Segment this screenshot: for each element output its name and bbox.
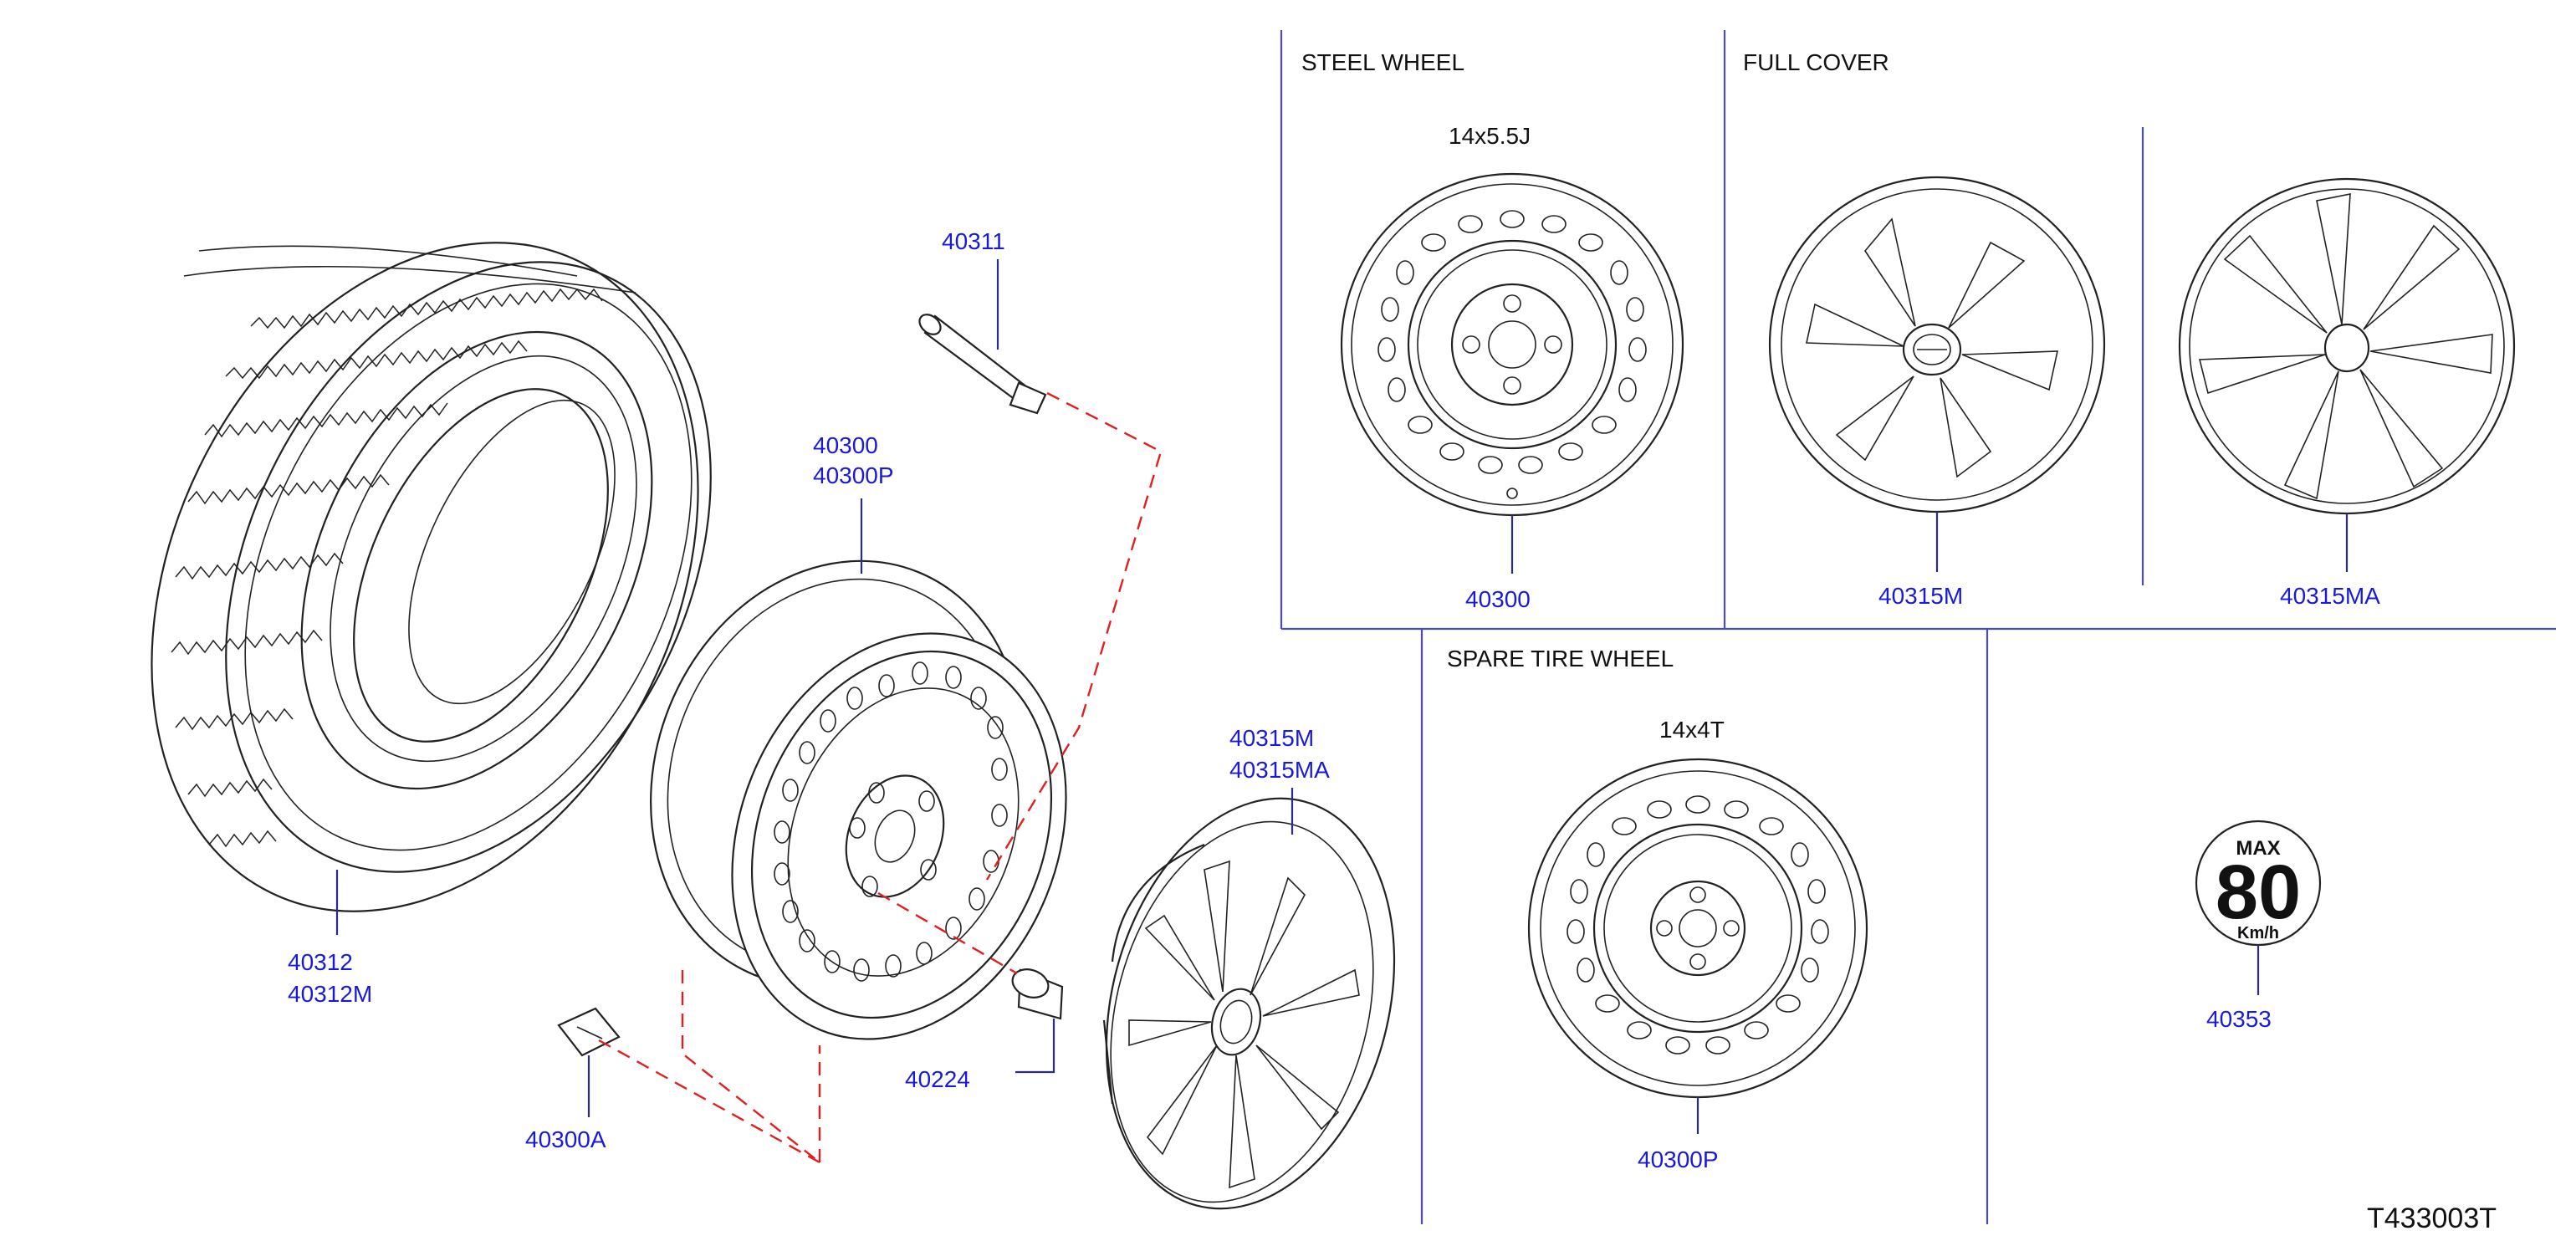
- section-frames: [1280, 30, 2556, 1224]
- speed-sign-value: 80: [2216, 850, 2301, 935]
- spare-wheel-part-number: 40300P: [1638, 1147, 1719, 1172]
- spare-wheel-size: 14x4T: [1659, 717, 1725, 743]
- cover-part-number-a: 40315M: [1229, 725, 1314, 751]
- exploded-wheel-illustration: [650, 559, 1067, 1040]
- cover-m-part-number: 40315M: [1878, 583, 1963, 609]
- wheel-part-number-b: 40300P: [813, 462, 894, 488]
- tire-illustration: [151, 242, 712, 912]
- valve-illustration: [918, 314, 1047, 415]
- full-cover-ma-illustration: [2178, 177, 2516, 515]
- tire-part-number-b: 40312M: [288, 981, 372, 1007]
- clip-part-number: 40300A: [525, 1126, 606, 1152]
- nut-illustration: [1011, 968, 1064, 1020]
- wheel-cover-illustration: [1102, 797, 1396, 1210]
- assembly-guide-lines: [598, 391, 1163, 1164]
- speed-limit-label-illustration: MAX 80 Km/h: [2195, 820, 2322, 947]
- speed-label-part-number: 40353: [2206, 1006, 2272, 1032]
- spare-wheel-illustration: [1527, 758, 1868, 1099]
- cover-part-number-b: 40315MA: [1229, 757, 1330, 783]
- steel-wheel-part-number: 40300: [1465, 586, 1531, 612]
- wheel-part-number-a: 40300: [813, 432, 878, 458]
- diagram-code: T433003T: [2367, 1203, 2497, 1234]
- steel-wheel-illustration: [1340, 172, 1684, 517]
- full-cover-m-illustration: [1768, 176, 2106, 513]
- speed-sign-top: MAX: [2236, 837, 2280, 860]
- nut-part-number: 40224: [905, 1066, 970, 1092]
- nut-leader: [1015, 1019, 1055, 1074]
- cover-ma-part-number: 40315MA: [2280, 583, 2380, 609]
- clip-illustration: [557, 1007, 621, 1057]
- valve-part-number: 40311: [942, 228, 1005, 254]
- speed-sign-unit: Km/h: [2237, 924, 2279, 942]
- tire-part-number-a: 40312: [288, 949, 353, 975]
- full-cover-title: FULL COVER: [1743, 49, 1889, 75]
- spare-tire-wheel-title: SPARE TIRE WHEEL: [1447, 646, 1674, 672]
- steel-wheel-size: 14x5.5J: [1449, 123, 1531, 149]
- steel-wheel-title: STEEL WHEEL: [1301, 49, 1464, 75]
